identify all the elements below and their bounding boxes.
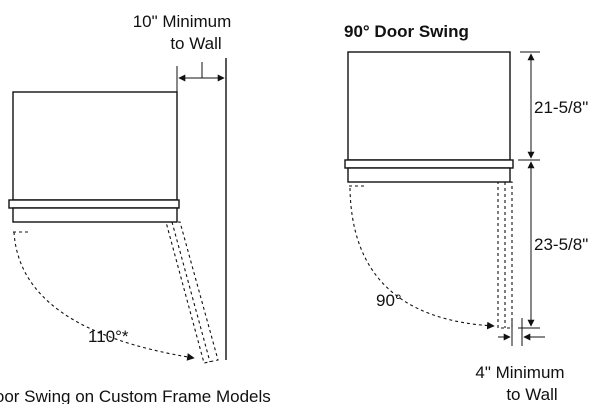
right-wall-label-line2: to Wall [506,385,557,404]
right-wall-label-line1: 4" Minimum [475,363,564,382]
left-wall-label-line2: to Wall [170,34,221,53]
right-cabinet-body [347,51,511,161]
right-cabinet-trim [344,159,514,169]
left-cabinet-trim [8,199,180,209]
right-door-figure: 90° Door Swing 21-5/8" 23-5/8" 90° 4" Mi… [344,22,588,404]
right-figure-title: 90° Door Swing [344,22,469,41]
right-depth-top-label: 21-5/8" [534,98,588,117]
left-wall-label-line1: 10" Minimum [133,12,232,31]
left-open-door-outline [165,221,219,364]
left-angle-label: 110°* [88,327,129,346]
right-angle-label: 90° [376,291,402,310]
left-door-figure: 10" Minimum to Wall 110°* *Door Swing on… [0,12,271,404]
right-depth-bottom-label: 23-5/8" [534,235,588,254]
right-swing-arc [349,187,495,330]
left-cabinet-body [12,91,178,201]
left-door-panel [12,207,178,223]
left-footnote: *Door Swing on Custom Frame Models [0,387,271,404]
left-open-door-inner-line [171,221,211,363]
left-swing-arc [13,231,195,361]
right-door-panel [347,167,511,183]
